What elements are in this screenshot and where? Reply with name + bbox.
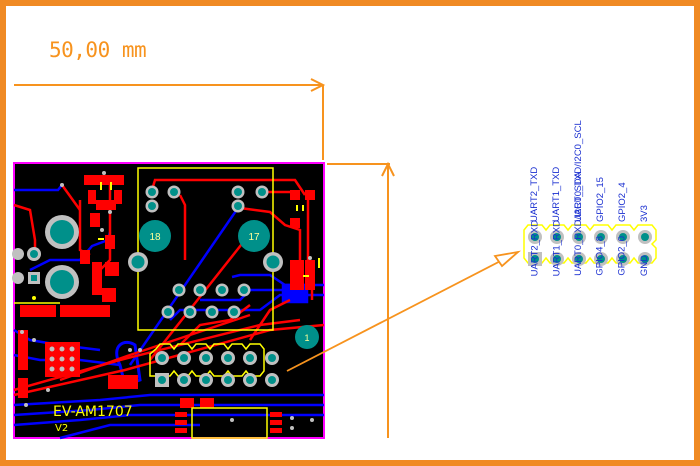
pcb-board: 18 17 1: [12, 162, 325, 440]
board-header-pins: [155, 351, 279, 387]
callout-arrow: [286, 250, 522, 372]
board-name: EV-AM1707: [53, 404, 133, 420]
pin1-marker-label: 1: [304, 333, 309, 343]
header-detail-outline: [523, 224, 657, 264]
dimension-lines: [14, 78, 395, 438]
pin-label: UART1_RXD: [551, 220, 563, 277]
pin-label: UART0_RXD/I2C0_SDA: [572, 172, 584, 276]
pin-label: GND: [639, 255, 651, 277]
board-revision: V2: [55, 423, 68, 434]
pin-label: GPIO2_15: [595, 177, 606, 222]
pin1-marker-circle: [295, 325, 319, 349]
dimension-arrowhead-up: [381, 161, 395, 177]
pin-label: 3V3: [639, 205, 650, 222]
hole-label-18: 18: [149, 232, 161, 243]
mounting-hole-18: [139, 220, 171, 252]
hole-label-17: 17: [248, 232, 260, 243]
ic-outline: [191, 407, 268, 439]
mounting-hole-17: [238, 220, 270, 252]
mounting-holes: [12, 215, 319, 349]
top-layer-traces: [13, 178, 325, 397]
board-outline: [13, 162, 325, 439]
pin-label: UART2_TXD: [529, 166, 540, 222]
rj45-pins: [145, 185, 269, 319]
vias: [20, 171, 314, 430]
header-detail: [523, 224, 657, 266]
pin-label: GPIO4_8: [594, 236, 606, 276]
bottom-layer-traces: [13, 184, 324, 440]
pin-label: GPIO2_4: [617, 182, 628, 222]
chip-vias: [49, 346, 75, 372]
rj45-outline: [137, 167, 274, 331]
pin-label: UART2_RXD: [529, 220, 541, 277]
pin-label: GPIO2_0: [616, 236, 628, 276]
pin-label: UART1_TXD: [551, 166, 562, 222]
dimension-label: 50,00 mm: [49, 38, 147, 62]
